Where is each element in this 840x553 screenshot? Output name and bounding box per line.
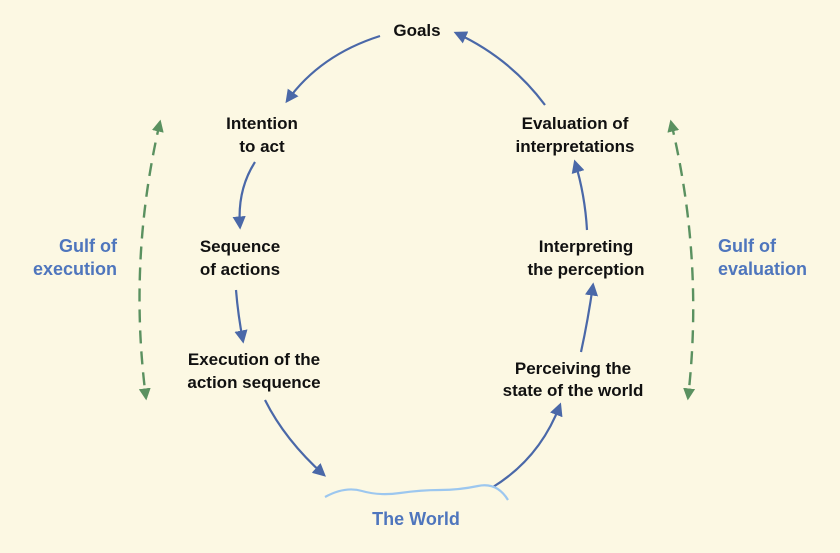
gulf-evaluation-line1: Gulf of [718,236,777,256]
arrow-interpreting-to-evaluation [571,159,589,231]
gulf-of-execution-label: Gulf of execution [33,236,118,279]
node-execution: Execution of the action sequence [187,350,320,392]
arrow-intention-to-sequence [232,161,256,230]
arrow-execution-to-world [264,399,326,477]
node-execution-line1: Execution of the [188,350,320,369]
world-label: The World [372,509,460,529]
arrow-goals-to-intention [285,34,381,104]
node-interpreting: Interpreting the perception [527,237,644,279]
node-evaluation-line2: interpretations [515,137,634,156]
node-interpreting-line1: Interpreting [539,237,633,256]
node-execution-line2: action sequence [187,373,320,392]
arrow-world-to-perceiving [492,402,563,488]
gulf-execution-line2: execution [33,259,117,279]
arrow-sequence-to-execution [234,289,248,344]
node-evaluation-line1: Evaluation of [522,114,629,133]
gulf-of-evaluation-label: Gulf of evaluation [718,236,807,279]
arrow-perceiving-to-interpreting [579,282,599,353]
node-perceiving-line1: Perceiving the [515,359,631,378]
gulf-of-execution-arrow [138,119,164,401]
node-intention: Intention to act [226,114,298,156]
node-goals: Goals [393,21,440,40]
node-evaluation: Evaluation of interpretations [515,114,634,156]
node-perceiving: Perceiving the state of the world [503,359,644,400]
node-intention-line2: to act [239,137,285,156]
node-interpreting-line2: the perception [527,260,644,279]
node-intention-line1: Intention [226,114,298,133]
node-sequence: Sequence of actions [200,237,280,279]
node-sequence-line2: of actions [200,260,280,279]
arrow-evaluation-to-goals [453,31,546,106]
node-perceiving-line2: state of the world [503,381,644,400]
gulf-of-evaluation-arrow [667,119,696,401]
gulf-execution-line1: Gulf of [59,236,118,256]
node-sequence-line1: Sequence [200,237,280,256]
world-wave-icon [324,484,509,501]
gulf-evaluation-line2: evaluation [718,259,807,279]
